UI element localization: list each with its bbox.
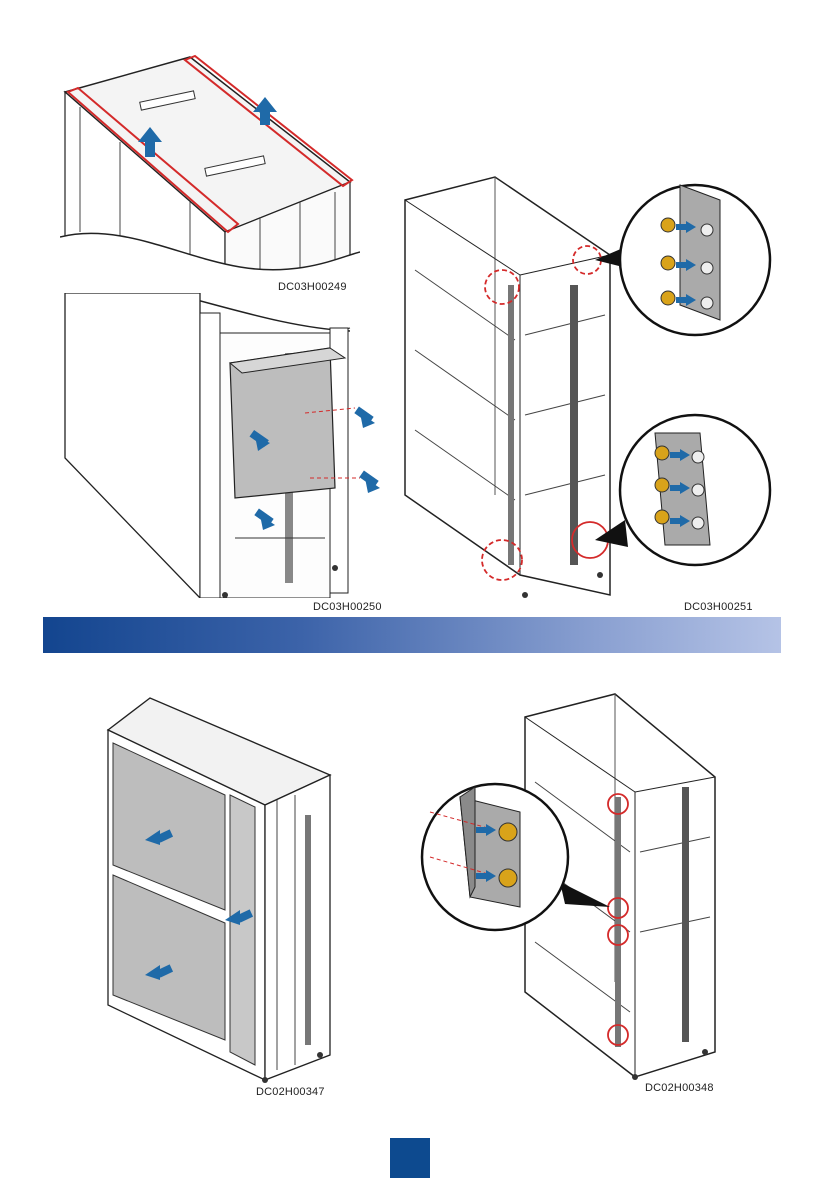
page-number-block [390, 1138, 430, 1178]
figure-frame-screws [400, 175, 780, 600]
arrow-out-icon [359, 471, 380, 493]
figure-side-panel-removal [60, 293, 390, 598]
figure-caption: DC03H00251 [684, 601, 753, 613]
section-band [43, 617, 781, 653]
figure-frame-screws-detail [420, 692, 720, 1082]
figure-closed-cabinet [105, 695, 335, 1085]
figure-cabinet-top [60, 52, 360, 287]
figure-caption: DC03H00249 [278, 281, 347, 293]
figure-caption: DC02H00348 [645, 1082, 714, 1094]
figure-caption: DC03H00250 [313, 601, 382, 613]
figure-caption: DC02H00347 [256, 1086, 325, 1098]
arrow-out-icon [354, 407, 375, 428]
